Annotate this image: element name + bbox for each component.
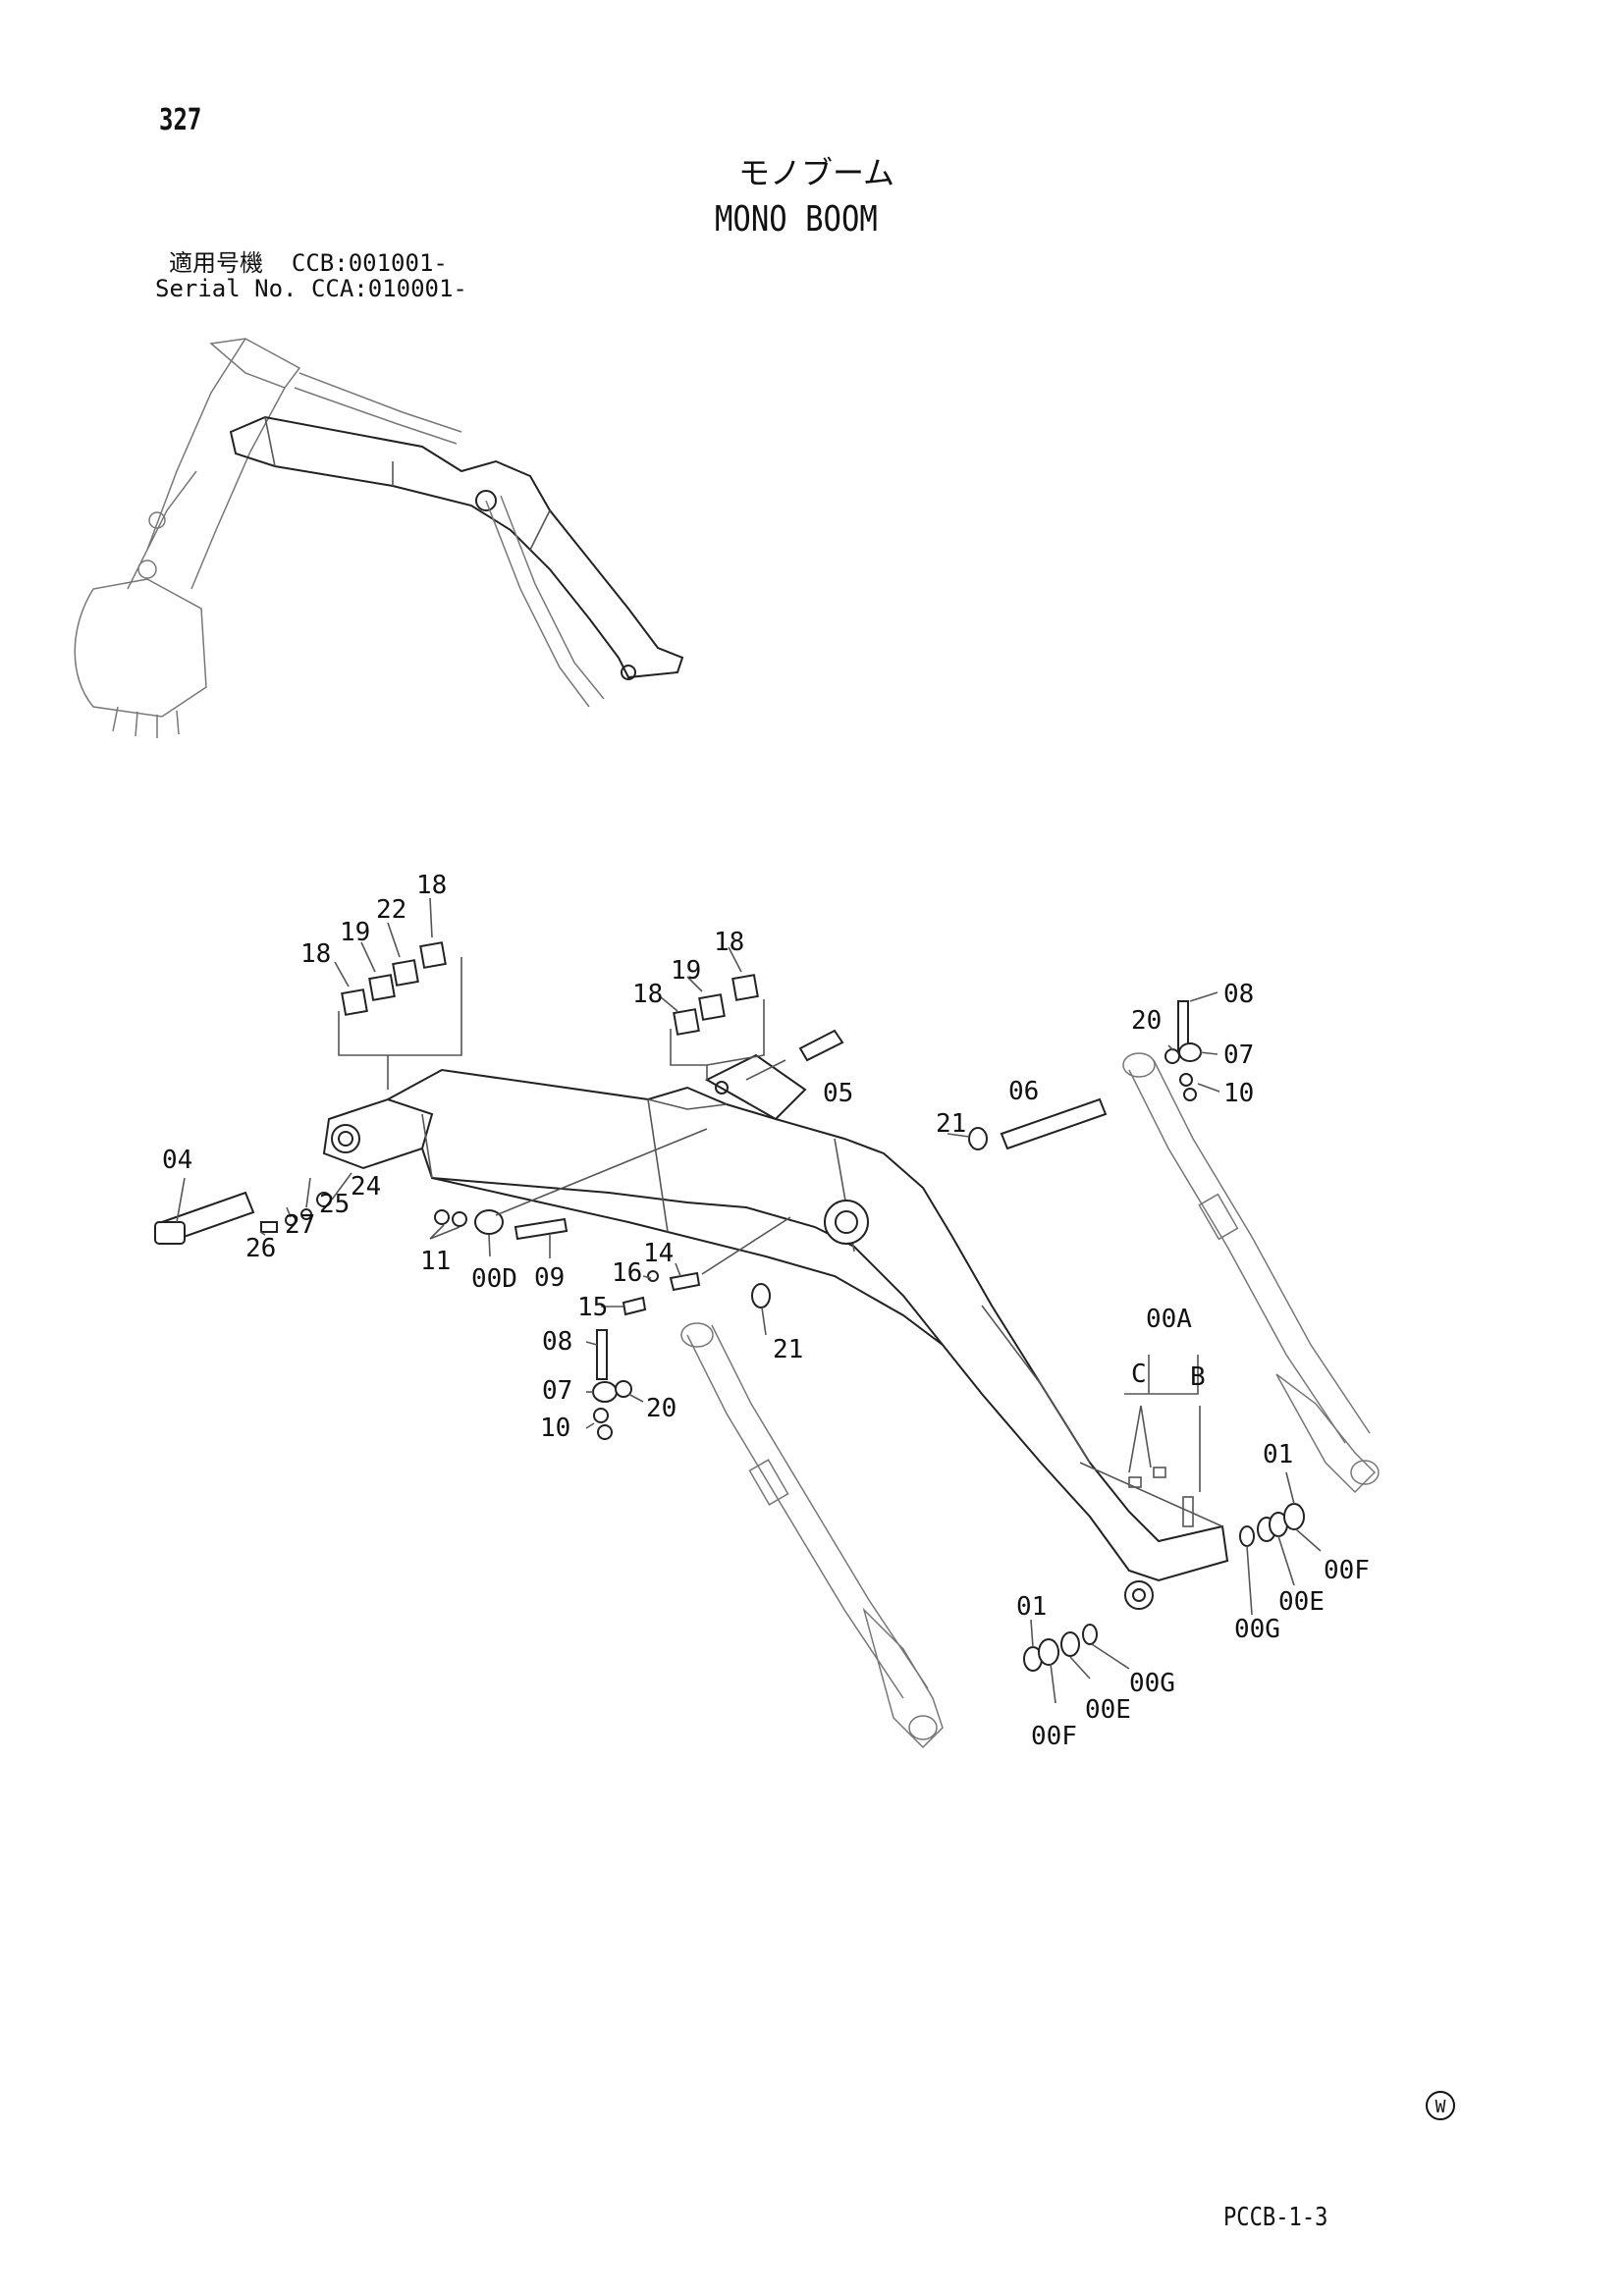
boom-cylinder-right [1122,1052,1380,1494]
callout-c: C [1131,1360,1147,1389]
copyright-mark: W [1426,2091,1455,2120]
callout-01: 01 [1016,1592,1047,1622]
callout-00f: 00F [1324,1556,1370,1585]
mono-boom-assembly [322,1053,1229,1610]
title-japanese: モノブーム [738,154,895,191]
callout-04: 04 [162,1146,192,1175]
callout-labels: 18 19 22 18 18 19 18 08 20 07 10 05 06 2… [162,871,1370,1751]
callout-10: 10 [540,1414,570,1443]
callout-22: 22 [376,895,406,925]
callout-07: 07 [542,1376,572,1406]
callout-18: 18 [300,939,331,969]
callout-21: 21 [773,1335,803,1364]
serial-number-japanese: 適用号機 CCB:001001- [169,249,448,277]
callout-00a: 00A [1146,1305,1192,1334]
callout-21: 21 [936,1109,966,1139]
callout-18: 18 [416,871,447,900]
callout-18: 18 [632,980,663,1009]
callout-00d: 00D [471,1264,517,1294]
callout-10: 10 [1223,1079,1254,1108]
callout-08: 08 [542,1327,572,1357]
callout-15: 15 [577,1293,608,1322]
callout-09: 09 [534,1263,565,1293]
callout-08: 08 [1223,980,1254,1009]
page-title: MONO BOOM [715,199,878,240]
page-number: 327 [159,103,202,137]
callout-25: 25 [319,1190,350,1219]
callout-00e: 00E [1085,1695,1131,1725]
overview-illustration [74,338,684,738]
callout-00g: 00G [1234,1615,1280,1644]
callout-14: 14 [643,1239,674,1268]
callout-07: 07 [1223,1041,1254,1070]
callout-b: B [1190,1362,1206,1392]
callout-18: 18 [714,928,744,957]
leader-lines [176,897,1322,1704]
callout-26: 26 [245,1234,276,1263]
callout-19: 19 [340,918,370,947]
callout-06: 06 [1008,1077,1039,1106]
serial-number: Serial No. CCA:010001- [155,275,467,302]
callout-11: 11 [420,1247,451,1276]
callout-20: 20 [1131,1006,1162,1036]
callout-05: 05 [823,1079,853,1108]
callout-20: 20 [646,1394,677,1423]
callout-24: 24 [351,1172,381,1201]
boom-cylinder-left [680,1322,944,1749]
callout-27: 27 [285,1210,315,1240]
shims-and-hardware [154,941,1305,1672]
page-code: PCCB-1-3 [1223,2203,1328,2232]
callout-19: 19 [671,956,701,986]
callout-01: 01 [1263,1440,1293,1469]
callout-16: 16 [612,1258,642,1288]
callout-00f: 00F [1031,1722,1077,1751]
callout-00g: 00G [1129,1669,1175,1698]
callout-00e: 00E [1278,1587,1325,1617]
